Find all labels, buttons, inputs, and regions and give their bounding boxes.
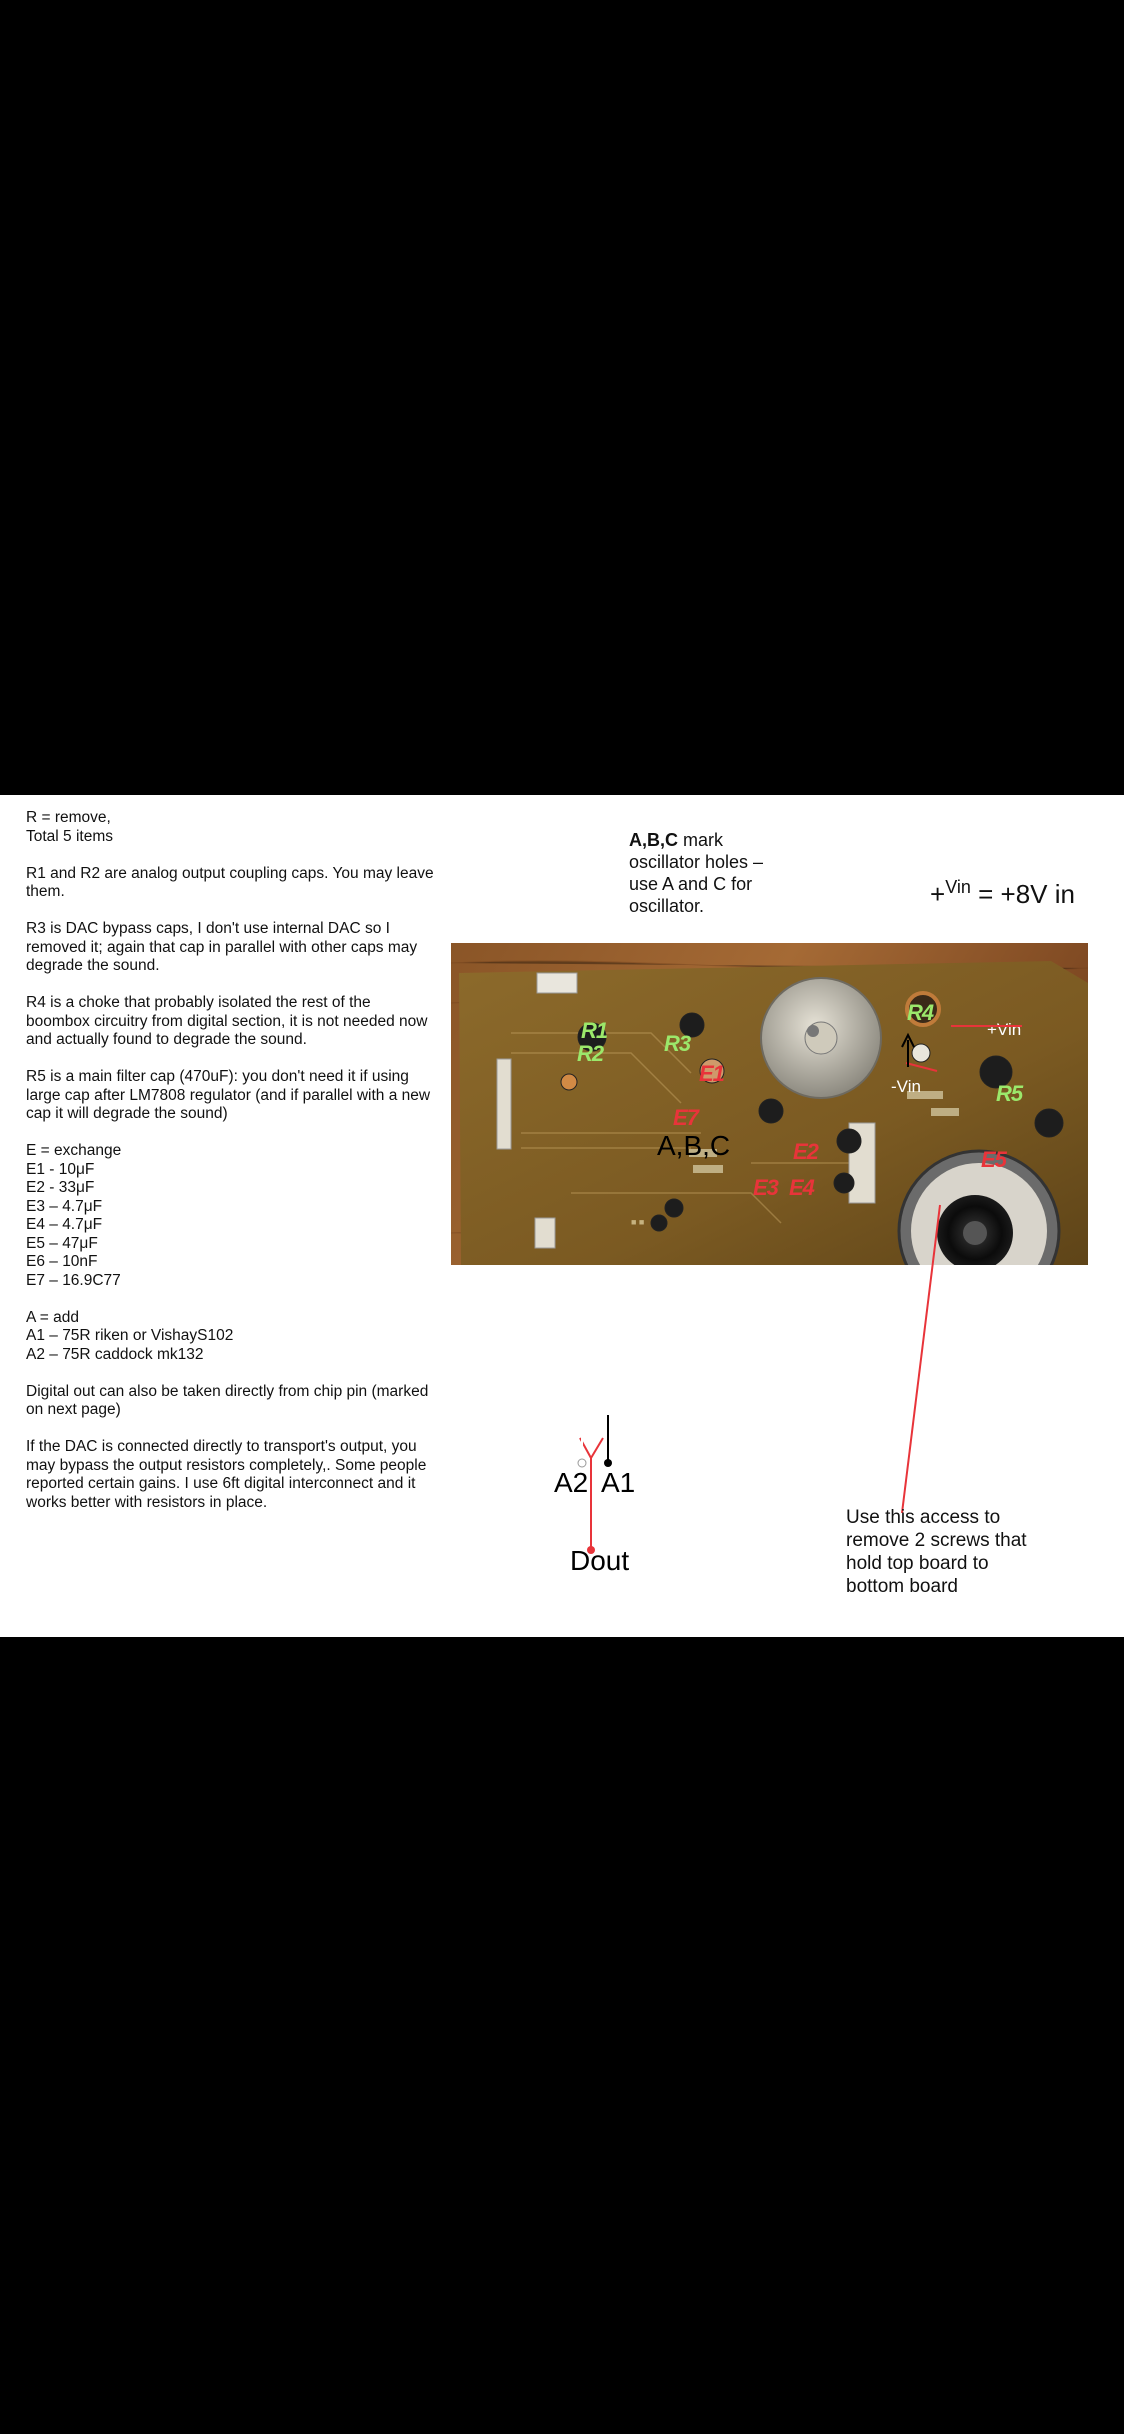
label-e4: E4: [789, 1175, 815, 1200]
minus-vin-line: [905, 1062, 938, 1072]
pcb-photo: ■ ■ R1 R2 R3 R4 R5 E1 E2 E3 E4 E5 E6 E7 …: [451, 943, 1088, 1265]
r1-r2-note: R1 and R2 are analog output coupling cap…: [26, 864, 434, 901]
label-r4: R4: [907, 1000, 934, 1025]
label-abc: A,B,C: [657, 1130, 731, 1161]
pcb-illustration: ■ ■: [451, 943, 1088, 1265]
label-plus-vin: +Vin: [987, 1020, 1022, 1039]
label-e3: E3: [753, 1175, 779, 1200]
r3-note: R3 is DAC bypass caps, I don't use inter…: [26, 920, 418, 974]
digital-out-note: Digital out can also be taken directly f…: [26, 1382, 429, 1419]
vin-equation: +Vin = +8V in: [930, 877, 1075, 909]
label-r3: R3: [664, 1031, 691, 1056]
label-r2: R2: [577, 1041, 604, 1066]
label-minus-vin: -Vin: [891, 1077, 921, 1096]
label-e7: E7: [673, 1105, 699, 1130]
label-dout: Dout: [570, 1545, 630, 1576]
r5-note: R5 is a main filter cap (470uF): you don…: [26, 1068, 431, 1122]
label-r1: R1: [581, 1018, 608, 1043]
access-note: Use this access to remove 2 screws that …: [846, 1507, 1027, 1597]
label-e1: E1: [699, 1061, 725, 1086]
label-a2: A2: [554, 1467, 589, 1498]
access-pointer-line: [901, 1204, 941, 1514]
annotation-lines: [577, 1025, 1022, 1554]
oscillator-note: A,B,C mark oscillator holes – use A and …: [629, 830, 764, 916]
removal-note: R = remove, Total 5 items: [26, 809, 114, 845]
label-e2: E2: [793, 1139, 819, 1164]
label-a1: A1: [601, 1467, 636, 1498]
dac-note: If the DAC is connected directly to tran…: [26, 1438, 427, 1511]
document-page: R = remove, Total 5 items R1 and R2 are …: [0, 795, 1124, 1637]
modification-notes: R = remove, Total 5 items R1 and R2 are …: [26, 809, 446, 1531]
r4-note: R4 is a choke that probably isolated the…: [26, 994, 428, 1048]
label-r5: R5: [996, 1081, 1023, 1106]
add-list: A = add A1 – 75R riken or VishayS102 A2 …: [26, 1308, 234, 1363]
label-e5: E5: [981, 1147, 1007, 1172]
exchange-list: E = exchange E1 - 10μF E2 - 33μF E3 – 4.…: [26, 1142, 122, 1289]
silkscreen: ■ ■: [631, 1217, 644, 1227]
